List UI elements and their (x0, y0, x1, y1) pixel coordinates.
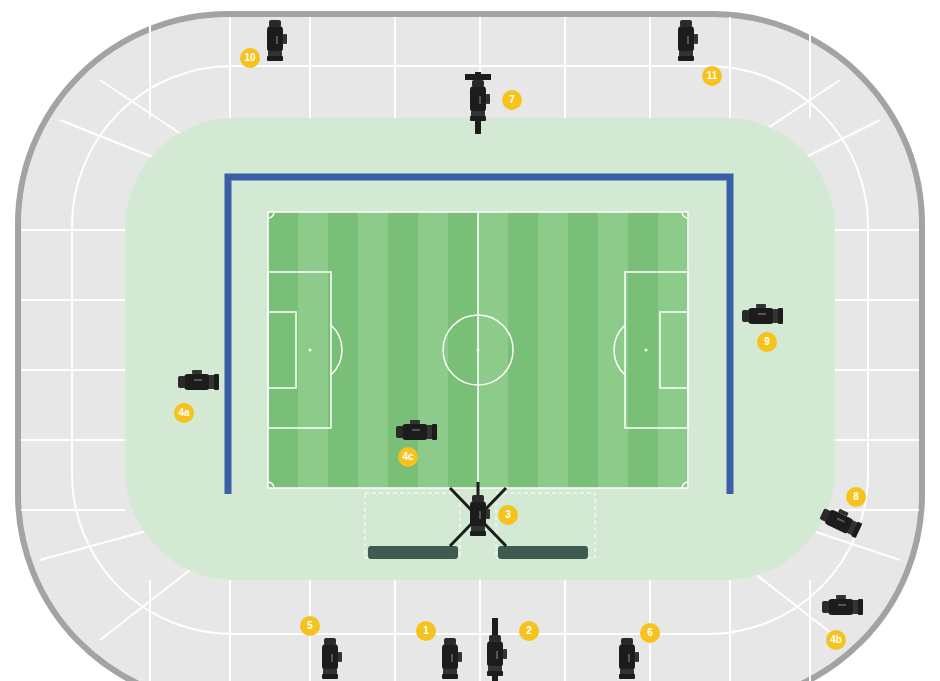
section-line (800, 120, 880, 160)
section-line (479, 580, 481, 681)
pitch-stripes (268, 212, 689, 488)
pitch-stripe (358, 212, 389, 488)
stadium-outer (18, 14, 922, 681)
pitch-stripe (598, 212, 629, 488)
section-line (229, 17, 231, 118)
pitch-stripe (328, 212, 359, 488)
section-line (100, 80, 190, 140)
section-line (394, 17, 396, 118)
pitch-stripe (268, 212, 299, 488)
pitch-spots (309, 349, 648, 352)
callout-number: 7 (502, 90, 522, 110)
tier-line (72, 66, 868, 634)
section-line (835, 509, 919, 511)
section-line (564, 580, 566, 681)
section-line (835, 299, 919, 301)
pitch-stripe (538, 212, 569, 488)
callout-number: 4a (174, 403, 194, 423)
pitch-stripe (658, 212, 689, 488)
seat-section-lines (21, 17, 919, 681)
section-line (149, 17, 151, 118)
section-line (835, 369, 919, 371)
callout-number: 4c (398, 447, 418, 467)
pitch-stripe (478, 212, 509, 488)
callout-number: 10 (240, 48, 260, 68)
pitch-stripe (298, 212, 329, 488)
pitch-stripe (628, 212, 659, 488)
section-line (21, 509, 125, 511)
callout-number: 5 (300, 616, 320, 636)
callout-number: 3 (498, 505, 518, 525)
section-line (649, 17, 651, 118)
callout-number: 4b (826, 630, 846, 650)
cameras (178, 20, 864, 681)
pitch-lines (268, 212, 688, 488)
bench-area (365, 493, 595, 559)
field-surround (125, 118, 835, 580)
section-line (835, 439, 919, 441)
section-line (809, 580, 811, 681)
tripod (465, 72, 491, 134)
section-line (835, 229, 919, 231)
pitch-stripe (568, 212, 599, 488)
section-line (564, 17, 566, 118)
section-line (60, 120, 160, 160)
section-line (309, 17, 311, 118)
boundary-line (228, 177, 730, 494)
callout-number: 6 (640, 623, 660, 643)
pitch-stripe (418, 212, 449, 488)
section-line (394, 580, 396, 681)
section-line (729, 580, 731, 681)
callout-number: 9 (757, 332, 777, 352)
section-line (229, 580, 231, 681)
callout-number: 11 (702, 66, 722, 86)
callout-number: 2 (519, 621, 539, 641)
pitch-stripe (448, 212, 479, 488)
section-line (149, 580, 151, 681)
callout-number: 1 (416, 621, 436, 641)
callout-number: 8 (846, 487, 866, 507)
pitch-stripe (388, 212, 419, 488)
